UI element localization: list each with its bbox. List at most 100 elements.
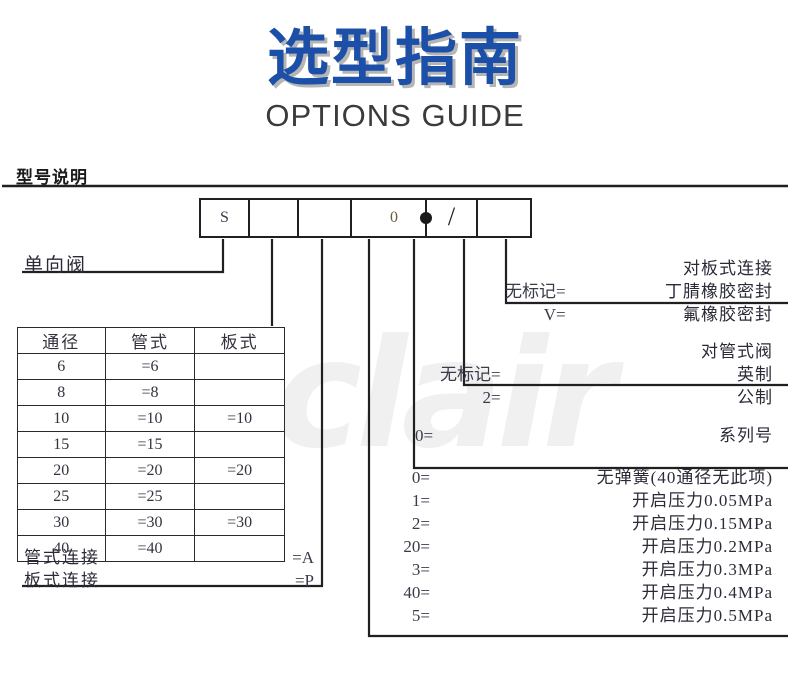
annotation-thread-code-1: 无标记= <box>440 365 501 384</box>
cell-bore: 8 <box>17 379 106 406</box>
model-code-cell-2[interactable] <box>250 200 299 236</box>
cell-tube: =6 <box>104 353 196 380</box>
pressure-option-text: 开启压力0.5MPa <box>641 606 773 625</box>
cell-tube: =8 <box>104 379 196 406</box>
model-code-cell-6[interactable] <box>478 200 530 236</box>
table-row: 15 =15 <box>17 431 285 458</box>
cell-tube: =10 <box>104 405 196 432</box>
model-code-cell-5[interactable]: / <box>427 200 478 236</box>
pressure-option-text: 无弹簧(40通径无此项) <box>596 468 773 487</box>
pressure-option-code: 20= <box>403 537 430 556</box>
annotation-thread-standard: 无标记= 2= 对管式阀 英制 公制 <box>440 340 773 409</box>
section-heading: 型号说明 <box>16 168 88 188</box>
model-code-cell-1-label: S <box>220 209 229 226</box>
valve-type-label: 单向阀 <box>24 255 88 276</box>
pressure-option-row: 20= 开启压力0.2MPa <box>372 535 773 558</box>
pressure-option-code: 0= <box>411 468 430 487</box>
annotation-seal-text-1: 丁腈橡胶密封 <box>665 282 773 301</box>
model-code-cell-1[interactable]: S <box>201 200 250 236</box>
pressure-option-text: 开启压力0.3MPa <box>641 560 773 579</box>
connection-note-tube-label: 管式连接 <box>24 548 100 567</box>
pressure-option-row: 2= 开启压力0.15MPa <box>372 512 773 535</box>
model-code-cell-4-label: 0 <box>390 209 398 226</box>
connection-note-tube-code: =A <box>292 548 314 567</box>
connection-note-plate-label: 板式连接 <box>24 571 100 590</box>
pressure-option-row: 5= 开启压力0.5MPa <box>372 604 773 627</box>
table-row: 20 =20 =20 <box>17 457 285 484</box>
cell-tube: =40 <box>104 535 196 562</box>
cell-bore: 25 <box>17 483 106 510</box>
annotation-seal-material: 无标记= V= 对板式连接 丁腈橡胶密封 氟橡胶密封 <box>505 257 773 326</box>
pressure-option-row: 1= 开启压力0.05MPa <box>372 489 773 512</box>
cell-plate <box>194 379 285 406</box>
pressure-option-text: 开启压力0.15MPa <box>632 514 773 533</box>
cracking-pressure-list: 0= 无弹簧(40通径无此项) 1= 开启压力0.05MPa 2= 开启压力0.… <box>372 466 773 627</box>
model-code-cell-5-label: / <box>447 202 456 231</box>
annotation-seal-code-2: V= <box>543 305 566 324</box>
table-row: 6 =6 <box>17 353 285 380</box>
model-code-cell-3[interactable] <box>299 200 352 236</box>
table-row: 40 =40 <box>17 535 285 562</box>
annotation-thread-text-1: 英制 <box>737 365 773 384</box>
cell-tube: =15 <box>104 431 196 458</box>
cell-plate <box>194 535 285 562</box>
cell-tube: =20 <box>104 457 196 484</box>
table-row: 30 =30 =30 <box>17 509 285 536</box>
cell-plate: =10 <box>194 405 285 432</box>
connection-note-plate-code: =P <box>294 571 314 590</box>
pressure-option-text: 开启压力0.05MPa <box>632 491 773 510</box>
annotation-seal-text-2: 氟橡胶密封 <box>683 305 773 324</box>
annotation-series-text: 系列号 <box>719 426 773 445</box>
annotation-thread-heading: 对管式阀 <box>701 342 773 361</box>
annotation-thread-texts: 对管式阀 英制 公制 <box>701 340 773 409</box>
pressure-option-code: 40= <box>403 583 430 602</box>
table-header-bore: 通径 <box>17 327 106 354</box>
table-row: 10 =10 =10 <box>17 405 285 432</box>
annotation-thread-text-2: 公制 <box>737 388 773 407</box>
annotation-thread-code-2: 2= <box>482 388 501 407</box>
model-code-row: S 0 / <box>199 198 532 238</box>
cell-plate <box>194 431 285 458</box>
connection-note-tube: 管式连接 =A <box>24 546 314 569</box>
marker-dot-icon <box>420 212 432 224</box>
title-block: 选型指南 OPTIONS GUIDE <box>0 22 790 134</box>
cell-bore: 40 <box>17 535 106 562</box>
cell-plate: =20 <box>194 457 285 484</box>
annotation-seal-code-1: 无标记= <box>505 282 566 301</box>
model-code-cell-4[interactable]: 0 <box>352 200 432 236</box>
page-title: 选型指南 <box>266 21 523 94</box>
cell-bore: 10 <box>17 405 106 432</box>
pressure-option-code: 5= <box>411 606 430 625</box>
cell-bore: 6 <box>17 353 106 380</box>
pressure-option-code: 2= <box>411 514 430 533</box>
annotation-series-number: 0= 系列号 <box>415 424 773 447</box>
table-header-row: 通径 管式 板式 <box>17 327 285 354</box>
annotation-seal-texts: 对板式连接 丁腈橡胶密封 氟橡胶密封 <box>665 257 773 326</box>
table-row: 8 =8 <box>17 379 285 406</box>
pressure-option-code: 3= <box>411 560 430 579</box>
annotation-thread-codes: 无标记= 2= <box>440 340 501 409</box>
table-header-tube: 管式 <box>104 327 196 354</box>
pressure-option-code: 1= <box>411 491 430 510</box>
cell-bore: 15 <box>17 431 106 458</box>
pressure-option-text: 开启压力0.2MPa <box>641 537 773 556</box>
pressure-option-row: 40= 开启压力0.4MPa <box>372 581 773 604</box>
connection-note-plate: 板式连接 =P <box>24 569 314 592</box>
pressure-option-row: 3= 开启压力0.3MPa <box>372 558 773 581</box>
cell-plate <box>194 353 285 380</box>
annotation-seal-heading: 对板式连接 <box>683 259 773 278</box>
annotation-series-code: 0= <box>415 426 434 445</box>
table-header-plate: 板式 <box>194 327 285 354</box>
table-row: 25 =25 <box>17 483 285 510</box>
cell-bore: 30 <box>17 509 106 536</box>
pressure-option-row: 0= 无弹簧(40通径无此项) <box>372 466 773 489</box>
pressure-option-text: 开启压力0.4MPa <box>641 583 773 602</box>
cell-bore: 20 <box>17 457 106 484</box>
cell-tube: =25 <box>104 483 196 510</box>
bore-size-table: 通径 管式 板式 6 =6 8 =8 10 =10 =10 15 =15 20 … <box>17 327 285 562</box>
cell-plate: =30 <box>194 509 285 536</box>
connection-notes: 管式连接 =A 板式连接 =P <box>24 546 314 592</box>
cell-tube: =30 <box>104 509 196 536</box>
annotation-seal-codes: 无标记= V= <box>505 257 566 326</box>
cell-plate <box>194 483 285 510</box>
